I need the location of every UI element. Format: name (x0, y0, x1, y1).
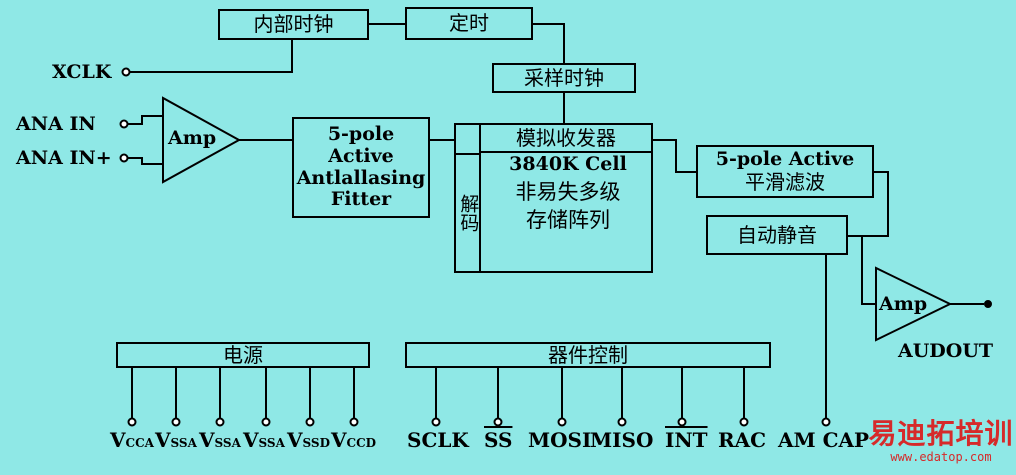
watermark-url: www.edatop.com (890, 450, 992, 464)
power-pin-label: VSSD (287, 428, 331, 452)
wire-mute-to-out-amp (861, 236, 876, 305)
timing-label: 定时 (449, 11, 489, 35)
memory-cell-text: 3840K Cell 非易失多级 存储阵列 (484, 152, 652, 234)
decode-strip: 解码 (454, 153, 481, 273)
device-control-label: 器件控制 (548, 342, 628, 367)
antialias-filter-box: 5-pole Active Antlallasing Fitter (292, 117, 430, 218)
xclk-pin (121, 67, 131, 77)
input-amp-label: Amp (168, 127, 217, 149)
filter-line-1: 5-pole (327, 122, 395, 145)
ss-label: SS (484, 428, 513, 452)
smooth-line-2: 平滑滤波 (745, 169, 825, 194)
ana-in-label: ANA IN (16, 113, 96, 135)
input-amp-triangle (162, 96, 242, 184)
sclk-label: SCLK (407, 428, 469, 452)
rac-label: RAC (718, 428, 767, 452)
control-pin-lines (431, 366, 749, 427)
wire-transceiver-to-smooth (652, 139, 696, 173)
watermark: 易迪拓培训 www.edatop.com (866, 417, 1016, 465)
wire-timing-to-sample-clock (533, 23, 565, 63)
cell-title: 3840K Cell (509, 153, 627, 175)
watermark-brand: 易迪拓培训 (868, 417, 1014, 450)
sample-clock-label: 采样时钟 (524, 65, 604, 90)
power-pin-label: VCCA (110, 428, 154, 452)
power-pin-label: VSSA (155, 428, 197, 452)
ana-in-pin (119, 119, 129, 129)
power-pin-lines (127, 366, 359, 427)
wire-clock-to-xclk (130, 40, 293, 73)
xclk-label: XCLK (52, 61, 112, 83)
device-control-bus: 器件控制 (405, 342, 771, 368)
internal-clock-box: 内部时钟 (218, 9, 369, 40)
power-pin-label: VSSA (243, 428, 285, 452)
power-pin-label: VCCD (331, 428, 377, 452)
am-cap-label: AM CAP (778, 428, 870, 452)
analog-transceiver-label: 模拟收发器 (516, 125, 616, 150)
cell-line-3: 存储阵列 (526, 207, 610, 232)
power-bus: 电源 (116, 342, 370, 368)
ana-in-plus-pin (119, 153, 129, 163)
smooth-line-1: 5-pole Active (715, 148, 855, 171)
output-amp-label: Amp (879, 293, 928, 315)
ana-in-plus-label: ANA IN+ (16, 147, 112, 169)
am-cap-pin (821, 417, 831, 427)
filter-line-4: Fitter (330, 188, 392, 211)
filter-line-3: Antlallasing (296, 166, 426, 189)
mosi-label: MOSI (528, 428, 592, 452)
audout-label: AUDOUT (898, 340, 994, 362)
decode-label: 解码 (457, 194, 480, 232)
wire-ana-in-plus (128, 157, 163, 165)
internal-clock-label: 内部时钟 (253, 12, 334, 36)
int-label: INT (665, 428, 708, 452)
analog-transceiver-box: 模拟收发器 (479, 123, 653, 153)
auto-mute-label: 自动静音 (737, 222, 817, 247)
filter-line-2: Active (328, 144, 394, 167)
smoothing-filter-box: 5-pole Active 平滑滤波 (696, 145, 874, 198)
auto-mute-box: 自动静音 (706, 215, 848, 255)
output-amp-triangle (875, 266, 953, 342)
power-pin-label: VSSA (199, 428, 241, 452)
cell-line-2: 非易失多级 (515, 179, 621, 204)
wire-smooth-to-mute (848, 171, 889, 237)
audout-pin (984, 300, 992, 308)
sample-clock-box: 采样时钟 (492, 63, 636, 93)
miso-label: MISO (590, 428, 654, 452)
wire-ana-in (128, 115, 163, 125)
power-label: 电源 (223, 342, 263, 367)
timing-box: 定时 (405, 7, 533, 40)
